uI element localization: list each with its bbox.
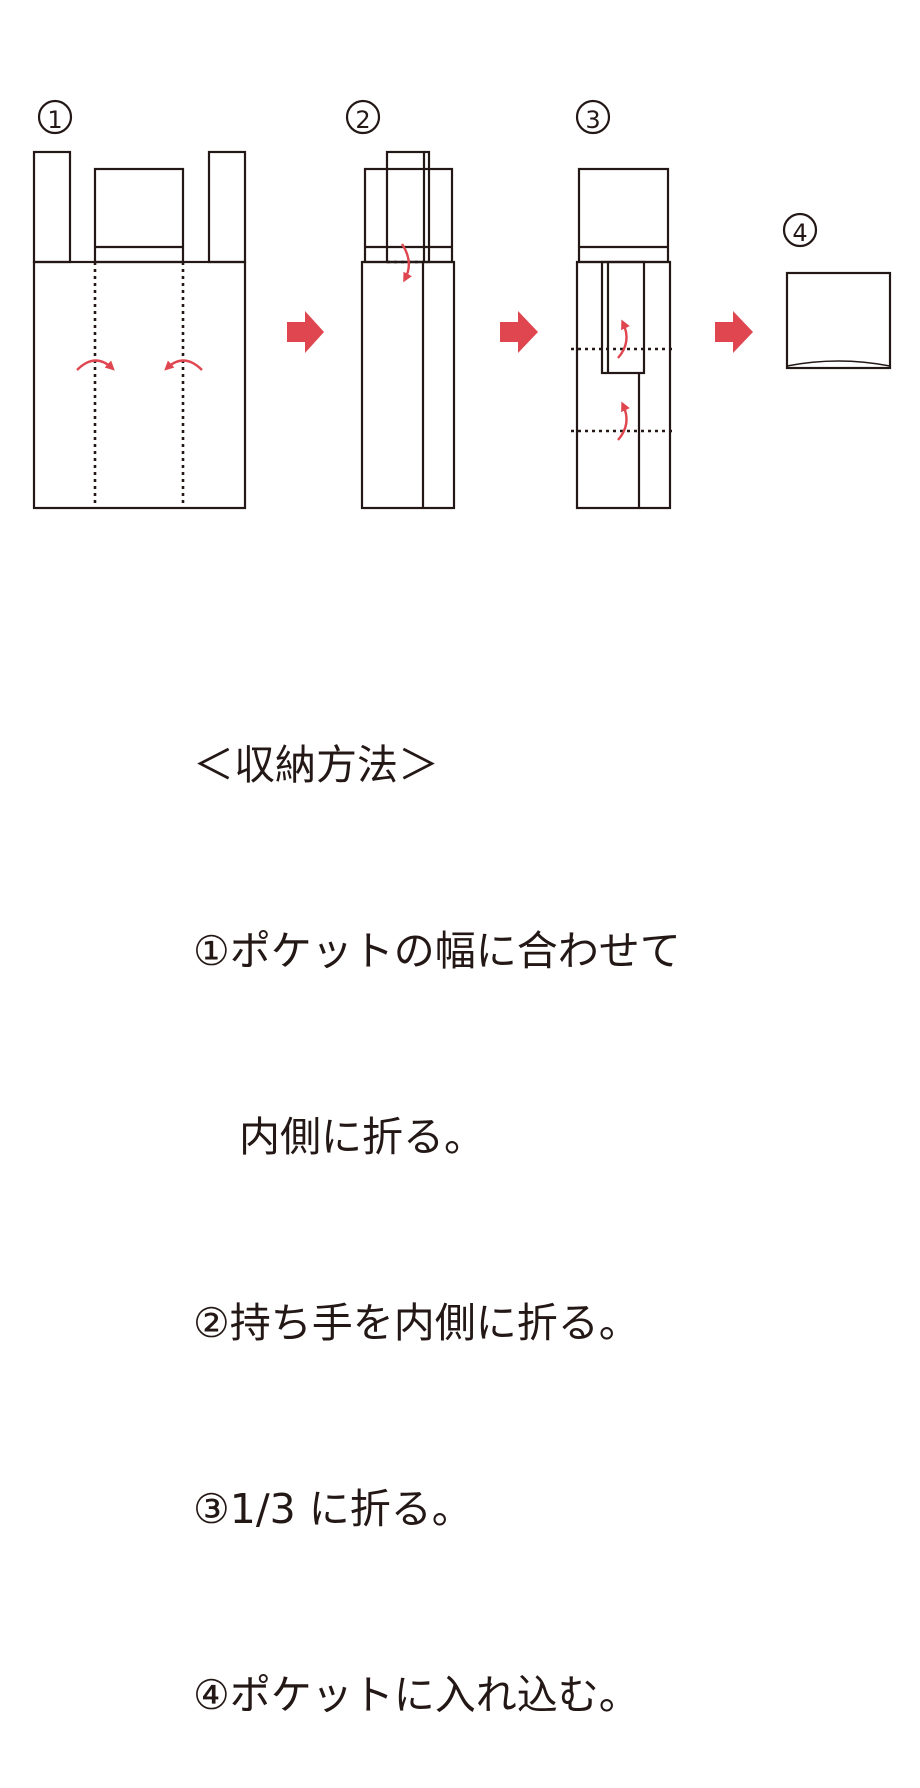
bag-body — [32, 260, 247, 510]
step-2-diagram: 2 — [345, 99, 456, 510]
right-handle — [207, 150, 247, 264]
next-arrow-icon — [287, 311, 324, 353]
storage-instructions: ＜収納方法＞ ①ポケットの幅に合わせて 内側に折る。 ②持ち手を内側に折る。 ③… — [193, 610, 681, 1788]
step-1-circle — [37, 99, 73, 135]
fold-arrow-icon — [400, 243, 412, 283]
folded-bag — [785, 271, 892, 370]
step-3-number: 3 — [585, 106, 600, 134]
step-4-diagram: 4 — [782, 212, 892, 370]
instruction-step-1: ①ポケットの幅に合わせて — [193, 927, 681, 975]
fold-arrow-icon — [164, 359, 203, 371]
left-handle — [32, 150, 72, 264]
fold-arrow-icon — [76, 359, 115, 371]
folded-flap — [600, 260, 646, 375]
bag-body — [360, 260, 456, 510]
step-4-number: 4 — [792, 219, 807, 247]
fold-arrow-icon — [617, 401, 630, 441]
next-arrow-icon — [500, 311, 538, 353]
bag-body — [575, 260, 672, 510]
step-3-diagram: 3 — [571, 99, 674, 510]
step-2-number: 2 — [355, 106, 370, 134]
instruction-step-2: ②持ち手を内側に折る。 — [193, 1299, 640, 1347]
instructions-title: ＜収納方法＞ — [193, 741, 439, 789]
instruction-step-3: ③1/3 に折る。 — [193, 1485, 473, 1533]
instruction-step-4: ④ポケットに入れ込む。 — [193, 1671, 640, 1719]
fold-arrow-icon — [617, 319, 630, 359]
folding-diagram: 1 2 3 — [32, 99, 892, 510]
step-1-diagram: 1 — [32, 99, 247, 510]
step-1-number: 1 — [47, 106, 62, 134]
instruction-step-1-cont: 内側に折る。 — [239, 1113, 485, 1161]
next-arrow-icon — [715, 311, 753, 353]
